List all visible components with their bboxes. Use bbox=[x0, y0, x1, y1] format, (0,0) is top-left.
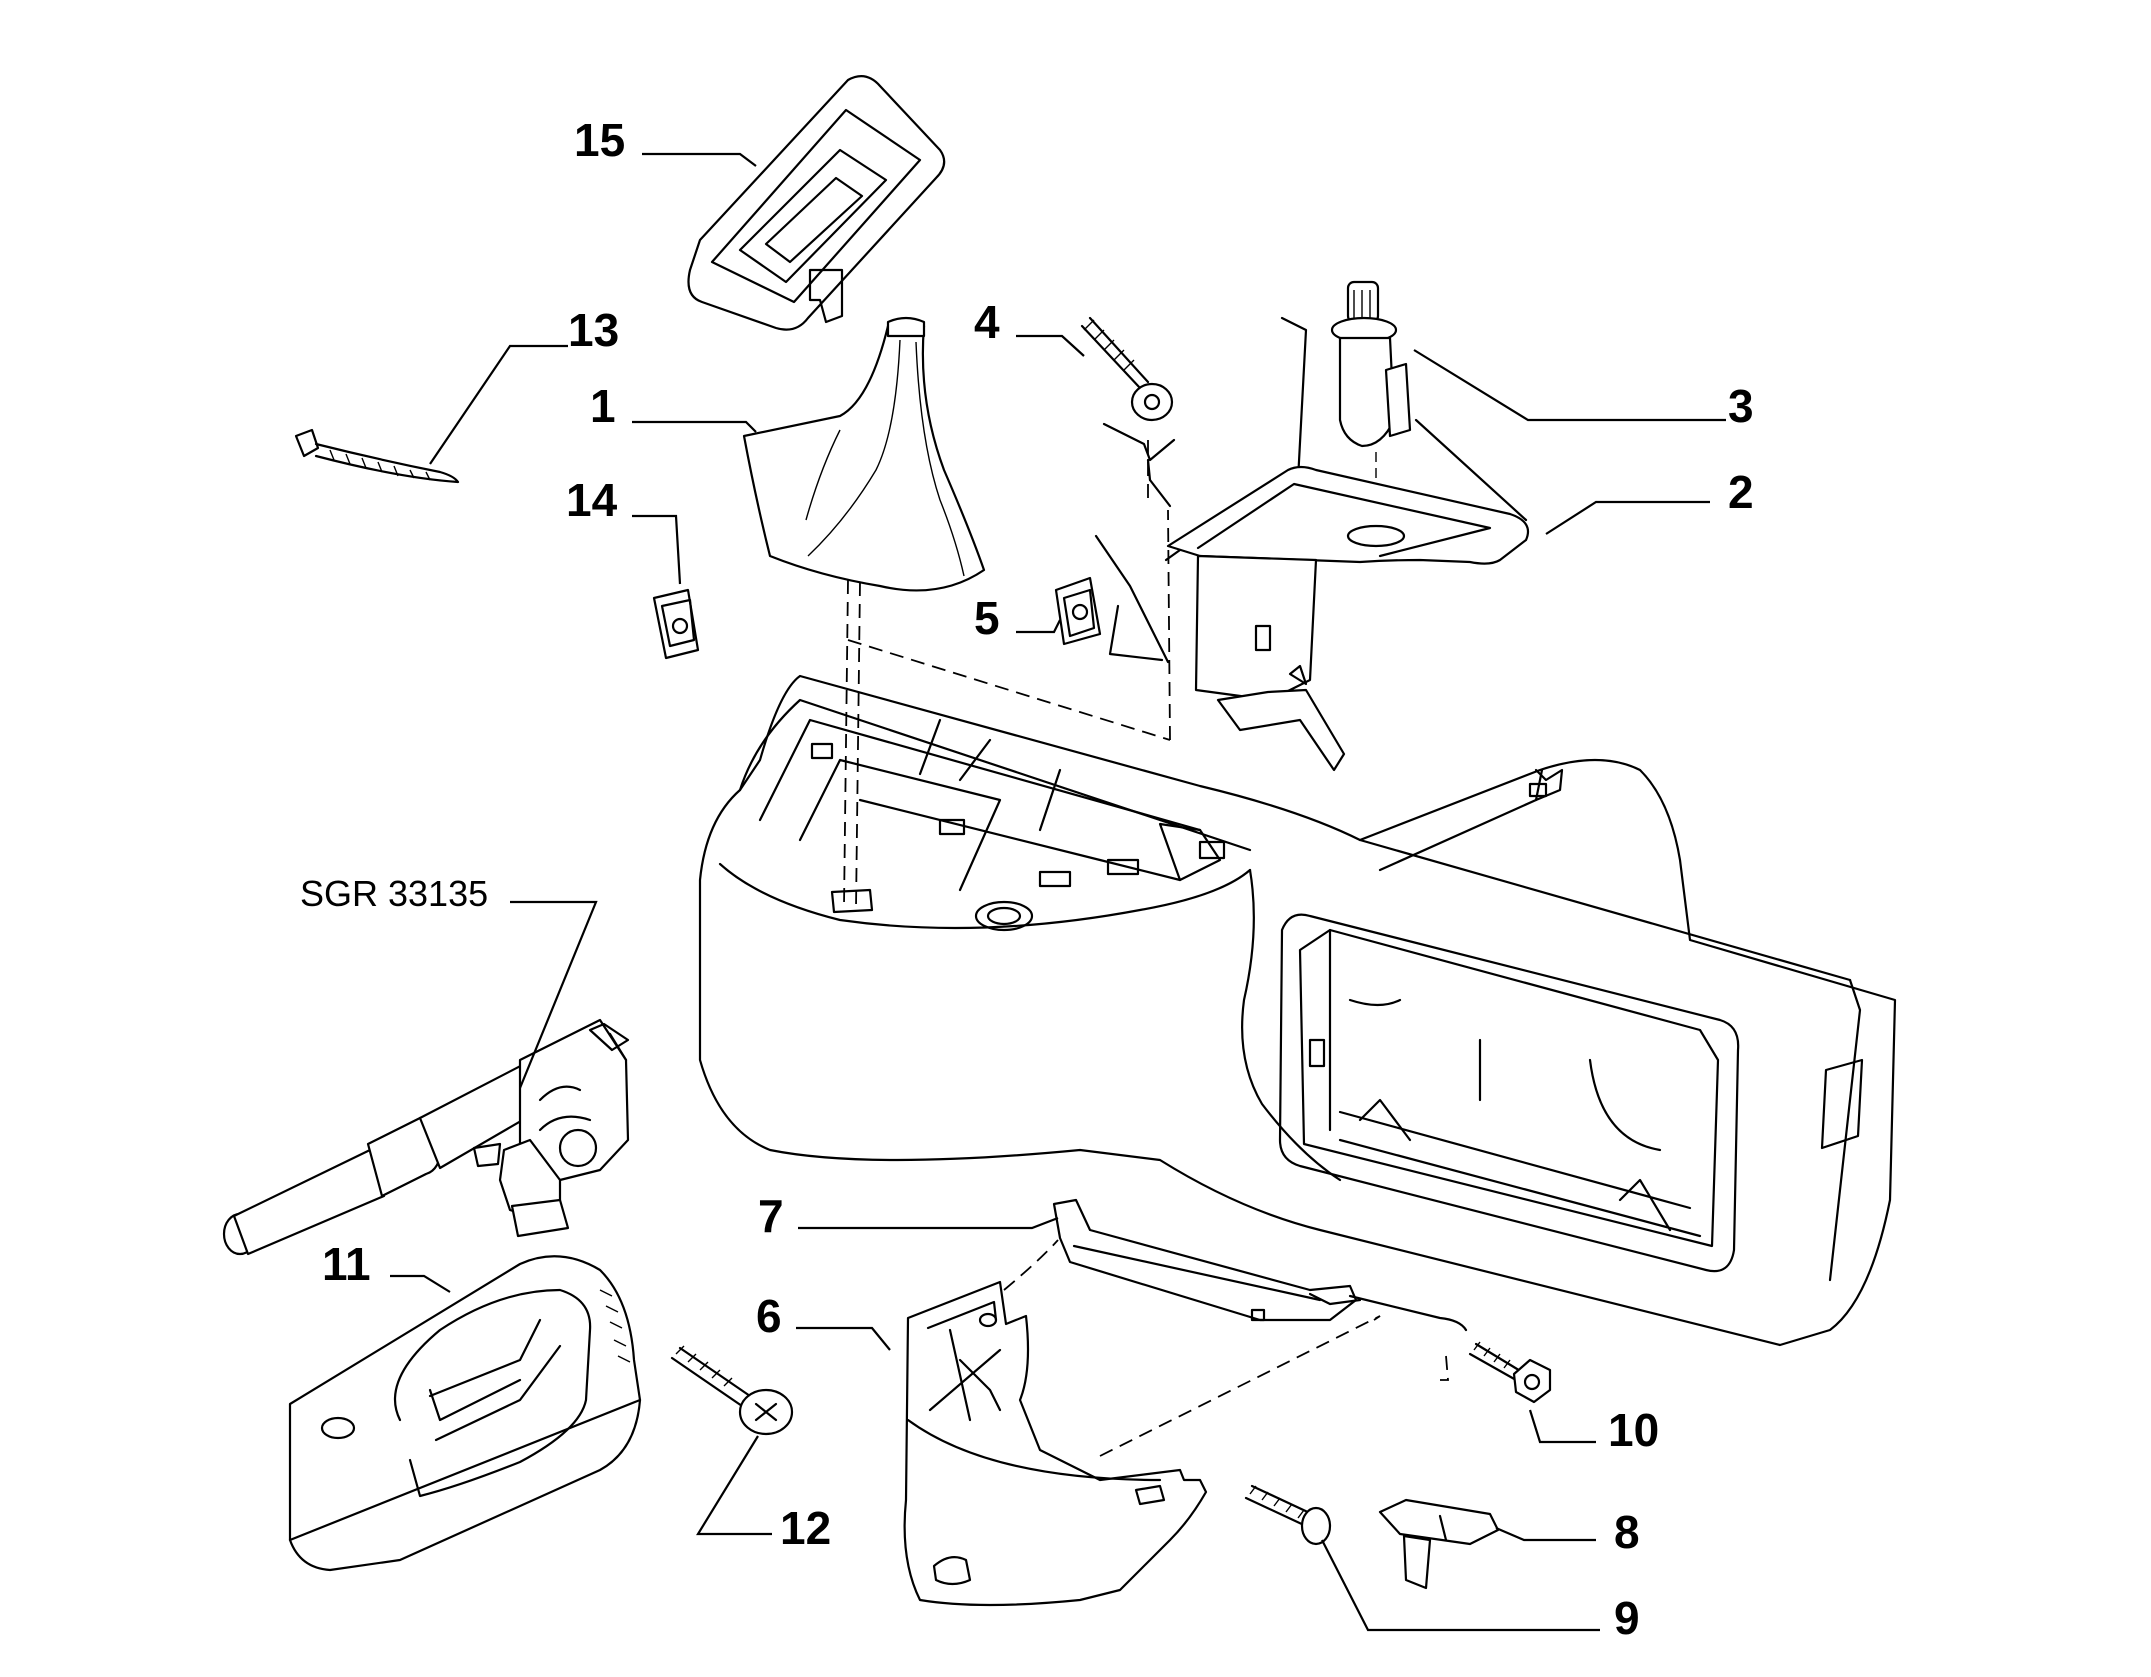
callout-1: 1 bbox=[590, 380, 616, 432]
reference-code: SGR 33135 bbox=[300, 873, 488, 914]
part-4-5-guides bbox=[1094, 422, 1182, 664]
part-3-cigarette-lighter bbox=[1330, 280, 1412, 530]
part-12-screw bbox=[670, 1345, 794, 1436]
callout-14: 14 bbox=[566, 474, 618, 526]
callout-13: 13 bbox=[568, 304, 619, 356]
part-8-clip bbox=[1378, 1498, 1500, 1590]
part-14-clip bbox=[652, 588, 700, 660]
callout-8: 8 bbox=[1614, 1506, 1640, 1558]
callout-7: 7 bbox=[758, 1190, 784, 1242]
assembly-lines bbox=[843, 440, 1449, 1483]
part-1-gear-boot bbox=[742, 316, 986, 592]
callout-12: 12 bbox=[780, 1502, 831, 1554]
part-10-screw bbox=[1468, 1341, 1552, 1404]
part-4-screw bbox=[1080, 316, 1174, 422]
callout-5: 5 bbox=[974, 592, 1000, 644]
leader-lines bbox=[390, 152, 1726, 1632]
callout-labels: 15 13 1 14 4 5 3 2 11 7 6 12 10 8 9 SGR … bbox=[300, 114, 1754, 1644]
handbrake-lever bbox=[222, 1018, 630, 1256]
part-15-shift-bezel bbox=[687, 75, 946, 331]
part-9-screw bbox=[1244, 1484, 1332, 1546]
callout-4: 4 bbox=[974, 296, 1000, 348]
callout-15: 15 bbox=[574, 114, 625, 166]
callout-10: 10 bbox=[1608, 1404, 1659, 1456]
callout-2: 2 bbox=[1728, 466, 1754, 518]
center-console bbox=[698, 674, 1897, 1347]
callout-6: 6 bbox=[756, 1290, 782, 1342]
part-11-handbrake-cover bbox=[288, 1255, 642, 1572]
callout-11: 11 bbox=[322, 1238, 371, 1290]
part-7-bracket bbox=[1052, 1198, 1468, 1332]
part-6-trim-cover bbox=[903, 1280, 1208, 1607]
part-2-bracket bbox=[1166, 316, 1530, 772]
callout-3: 3 bbox=[1728, 380, 1754, 432]
part-5-clip bbox=[1054, 576, 1102, 646]
part-13-cable-tie bbox=[294, 428, 460, 484]
callout-9: 9 bbox=[1614, 1592, 1640, 1644]
